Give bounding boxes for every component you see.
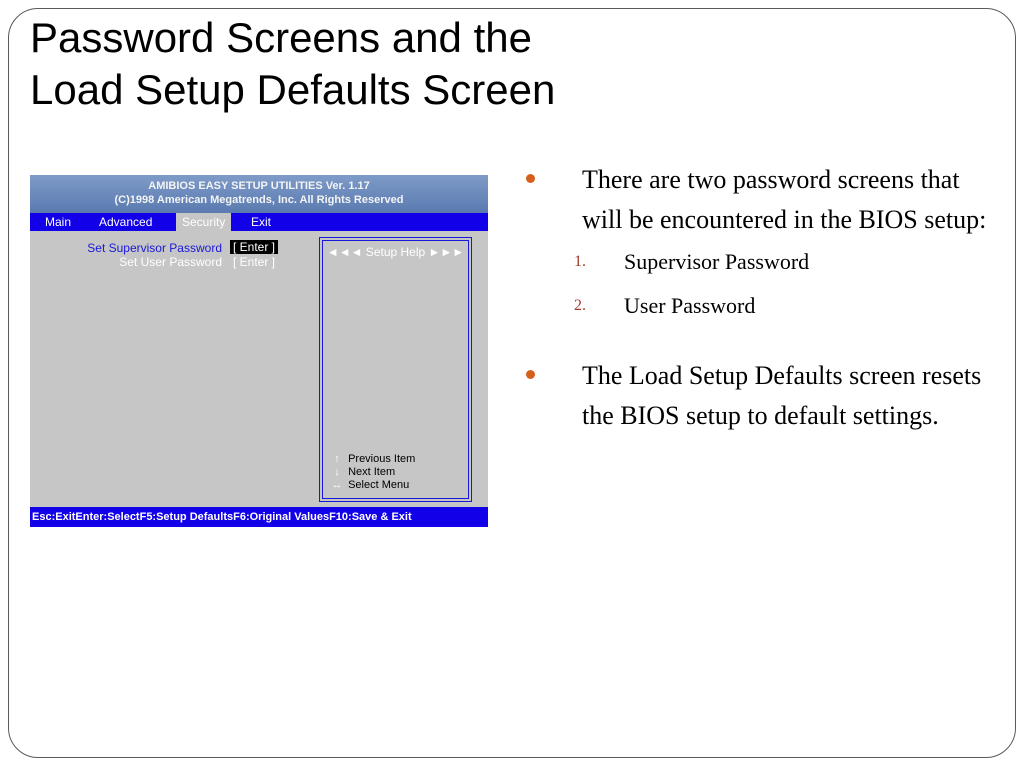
bios-header-title: AMIBIOS EASY SETUP UTILITIES Ver. 1.17 — [148, 180, 370, 192]
help-key-label: Next Item — [348, 466, 396, 478]
bios-body: Set Supervisor Password [ Enter ] Set Us… — [30, 231, 488, 507]
help-key-label: Previous Item — [348, 453, 416, 465]
set-user-password-value[interactable]: [ Enter ] — [233, 255, 276, 269]
bullet-list: There are two password screens that will… — [520, 160, 990, 436]
bios-footer-keys: Esc:ExitEnter:SelectF5:Setup DefaultsF6:… — [30, 507, 488, 527]
bios-tab-main[interactable]: Main — [45, 215, 72, 229]
spacer — [520, 328, 990, 356]
bios-header-copyright: (C)1998 American Megatrends, Inc. All Ri… — [114, 194, 404, 206]
help-key-list: ↑ Previous Item ↓ Next Item ↔ Select Men… — [329, 453, 416, 492]
bios-menu-bar: Main Advanced Security Exit — [30, 213, 488, 231]
bios-header: AMIBIOS EASY SETUP UTILITIES Ver. 1.17 (… — [30, 175, 488, 213]
setup-help-panel: ◄◄◄ Setup Help ►►► ↑ Previous Item ↓ Nex… — [319, 237, 472, 502]
setup-help-title: ◄◄◄ Setup Help ►►► — [326, 245, 465, 259]
item-number: 2. — [574, 297, 586, 314]
help-key-select-menu: ↔ Select Menu — [329, 479, 415, 492]
bullet-text: The Load Setup Defaults screen resets th… — [582, 361, 982, 430]
slide-title-line-1: Password Screens and the — [30, 14, 532, 61]
slide-title-line-2: Load Setup Defaults Screen — [30, 66, 556, 113]
arrow-down-icon: ↓ — [334, 466, 340, 478]
bios-tab-exit[interactable]: Exit — [251, 215, 272, 229]
arrow-left-right-icon: ↔ — [331, 479, 343, 491]
bios-tab-advanced[interactable]: Advanced — [99, 215, 153, 229]
bullet-dot-icon — [526, 174, 535, 183]
bullet-dot-icon — [526, 370, 535, 379]
set-supervisor-password-value[interactable]: [ Enter ] — [230, 240, 279, 254]
numbered-item-text: Supervisor Password — [624, 249, 810, 274]
numbered-item: 1. Supervisor Password — [520, 240, 990, 284]
bullet-text: There are two password screens that will… — [582, 165, 987, 234]
slide-title: Password Screens and the Load Setup Defa… — [30, 12, 555, 116]
help-key-label: Select Menu — [348, 479, 410, 491]
bullet-item: There are two password screens that will… — [520, 160, 990, 240]
set-user-password-label[interactable]: Set User Password — [119, 255, 222, 269]
help-key-next-item: ↓ Next Item — [329, 466, 415, 479]
set-supervisor-password-label[interactable]: Set Supervisor Password — [87, 241, 222, 255]
numbered-item: 2. User Password — [520, 284, 990, 328]
numbered-item-text: User Password — [624, 293, 756, 318]
bios-screenshot: AMIBIOS EASY SETUP UTILITIES Ver. 1.17 (… — [30, 175, 488, 527]
item-number: 1. — [574, 253, 586, 270]
setup-help-panel-inner: ◄◄◄ Setup Help ►►► ↑ Previous Item ↓ Nex… — [322, 240, 469, 499]
bullet-item: The Load Setup Defaults screen resets th… — [520, 356, 990, 436]
bios-tab-security[interactable]: Security — [176, 213, 232, 231]
arrow-up-icon: ↑ — [334, 453, 340, 465]
help-key-previous-item: ↑ Previous Item — [329, 453, 415, 466]
